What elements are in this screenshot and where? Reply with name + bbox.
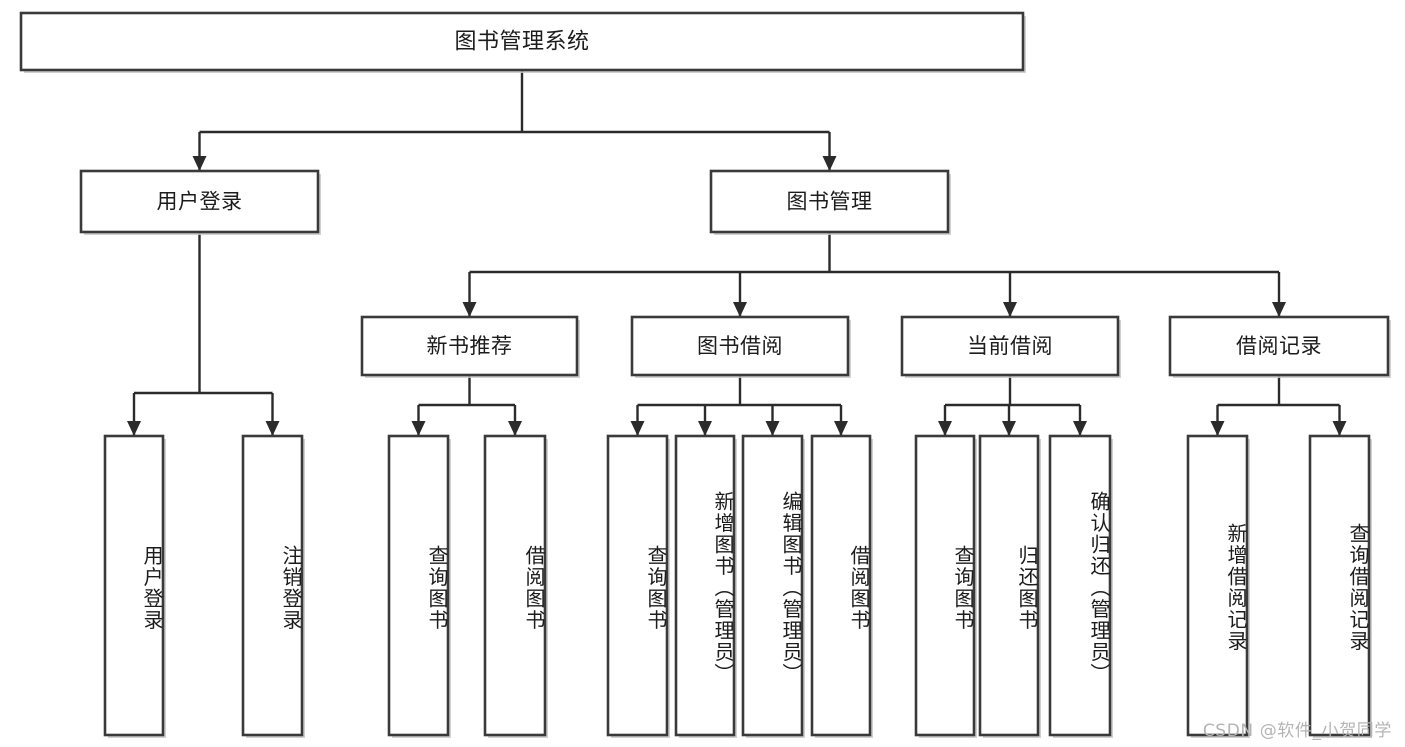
node-leaf-4[interactable] [606, 434, 669, 737]
arrowhead-icon [822, 156, 837, 171]
node-level3-3[interactable] [1168, 315, 1390, 377]
node-leaf-11[interactable] [1186, 434, 1249, 737]
arrowhead-icon [265, 421, 280, 436]
node-leaf-6[interactable] [741, 434, 804, 737]
node-root-图书管理系统[interactable] [19, 11, 1025, 72]
arrowhead-icon [733, 302, 747, 317]
node-level3-0[interactable] [360, 315, 579, 377]
arrowhead-icon [1332, 421, 1347, 436]
box-layer [19, 11, 1391, 738]
node-leaf-1[interactable] [241, 434, 304, 737]
node-level3-2[interactable] [900, 315, 1120, 377]
node-root-label: 图书管理系统 [454, 30, 589, 55]
arrowhead-icon [1002, 421, 1016, 436]
node-leaf-10[interactable] [1048, 434, 1112, 737]
arrowhead-icon [508, 421, 522, 436]
node-leaf-9[interactable] [978, 434, 1040, 737]
node-leaf-7[interactable] [810, 434, 872, 737]
node-level2-label-0: 用户登录 [157, 190, 243, 214]
node-level2-1[interactable] [709, 169, 950, 234]
node-level3-label-3: 借阅记录 [1236, 334, 1322, 358]
node-leaf-0[interactable] [103, 434, 165, 737]
arrowhead-icon [765, 421, 780, 436]
node-leaf-8[interactable] [914, 434, 976, 737]
arrowhead-icon [411, 421, 426, 436]
node-leaf-2[interactable] [387, 434, 450, 737]
node-leaf-12[interactable] [1308, 434, 1371, 737]
node-level3-label-0: 新书推荐 [427, 334, 513, 358]
arrowhead-icon [630, 421, 645, 436]
node-level3-1[interactable] [630, 315, 850, 377]
arrowhead-icon [1003, 302, 1017, 317]
arrowhead-icon [1210, 421, 1225, 436]
node-level2-label-1: 图书管理 [787, 190, 873, 214]
node-level3-label-1: 图书借阅 [697, 334, 783, 358]
arrowhead-icon [127, 421, 141, 436]
arrowhead-icon [834, 421, 848, 436]
arrowhead-icon [192, 156, 207, 171]
watermark-credit: CSDN @软件_小贺同学 [1202, 721, 1392, 741]
node-level3-label-2: 当前借阅 [967, 334, 1053, 358]
node-leaf-3[interactable] [483, 434, 547, 737]
arrowhead-icon [1272, 302, 1286, 317]
node-leaf-5[interactable] [674, 434, 736, 737]
arrowhead-icon [698, 421, 712, 436]
arrowhead-icon [1073, 421, 1087, 436]
node-level2-0[interactable] [79, 169, 320, 234]
connector-layer [127, 70, 1347, 436]
arrowhead-icon [938, 421, 952, 436]
arrowhead-icon [462, 302, 477, 317]
